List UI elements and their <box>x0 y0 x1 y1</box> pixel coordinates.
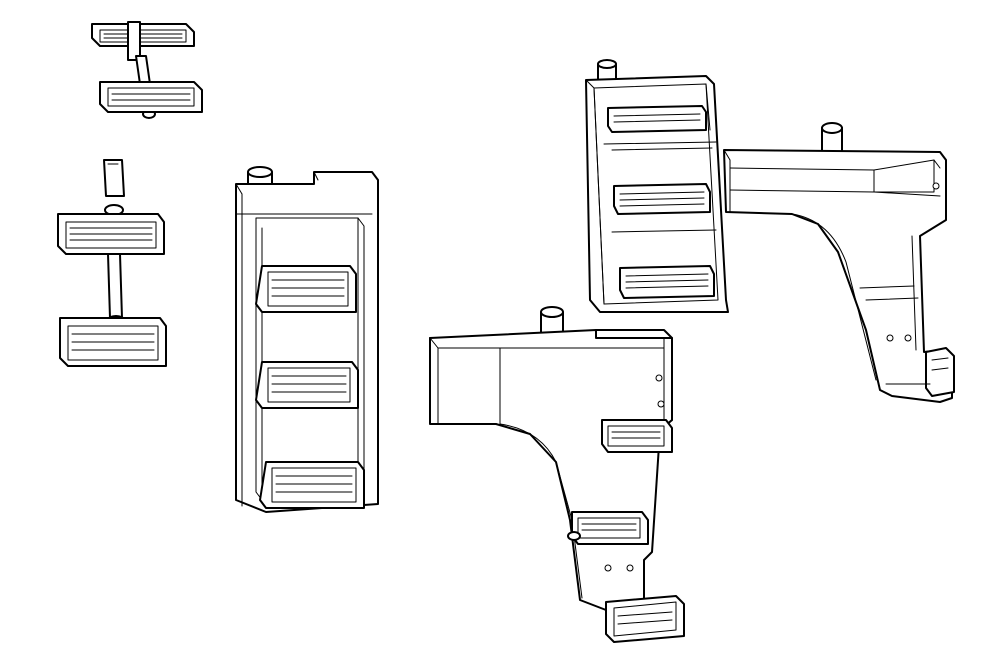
tall-leg-bracket <box>429 306 685 643</box>
bracket-step <box>567 511 649 545</box>
mounting-hole <box>626 564 634 572</box>
ladder-rung <box>255 265 357 313</box>
upper-step-pad <box>91 23 195 47</box>
step-frame <box>585 59 729 313</box>
lower-step-pad <box>59 317 167 367</box>
mounting-hole <box>932 182 940 190</box>
mounting-hole <box>904 334 912 342</box>
mounting-hole <box>657 400 665 408</box>
frame-rung <box>619 265 715 299</box>
upper-step-pad <box>57 213 165 255</box>
bracket-foot-step <box>605 595 685 643</box>
ladder-rung <box>255 361 359 409</box>
frame-rung <box>613 183 711 215</box>
post-double-step-clip <box>57 159 167 367</box>
mounting-hole <box>655 374 663 382</box>
mounting-hole <box>886 334 894 342</box>
angled-bracket <box>723 122 955 403</box>
frame-rung <box>607 105 707 133</box>
lower-step-pad <box>99 81 203 113</box>
mounting-hole <box>604 564 612 572</box>
bracket-foot-step <box>885 347 955 397</box>
ladder-frame <box>235 166 379 513</box>
small-double-step-clip <box>91 21 203 119</box>
ladder-rung <box>259 461 365 509</box>
post-shaft <box>107 253 125 325</box>
post-head <box>103 159 125 216</box>
bracket-step <box>601 419 673 453</box>
